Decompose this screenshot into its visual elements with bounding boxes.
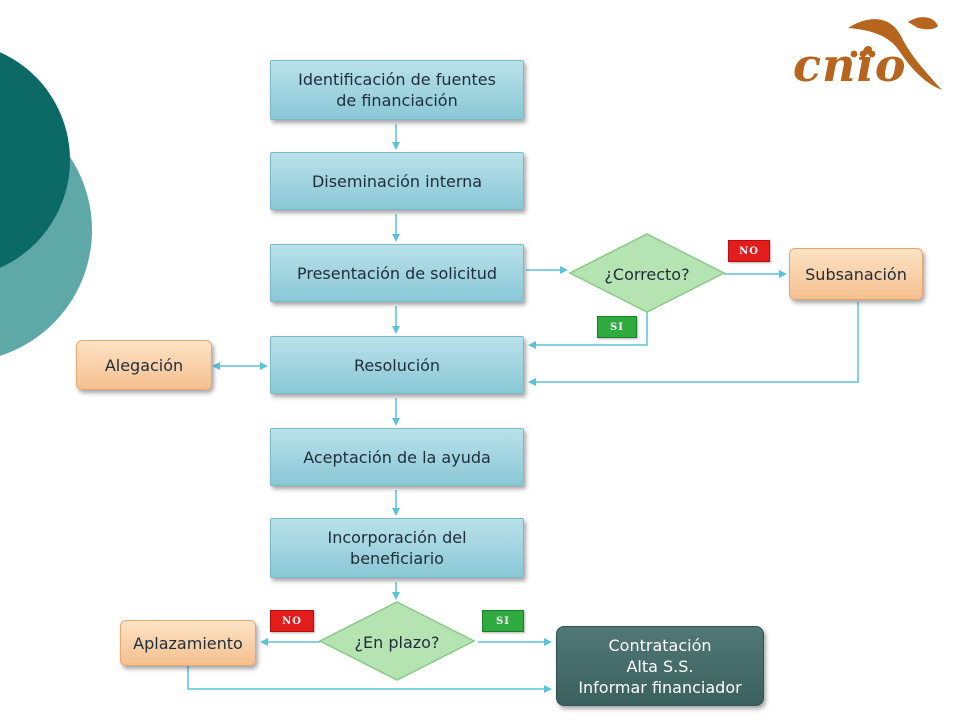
badge-plazo-no: NO <box>270 610 314 632</box>
decision-en-plazo-shape <box>318 601 476 681</box>
node-aceptacion: Aceptación de la ayuda <box>270 428 524 486</box>
node-diseminacion: Diseminación interna <box>270 152 524 210</box>
node-resolucion: Resolución <box>270 336 524 394</box>
badge-correcto-si: SI <box>597 316 637 338</box>
badge-plazo-si: SI <box>482 610 524 632</box>
dark-teal-circle <box>0 52 70 268</box>
decision-en-plazo-label: ¿En plazo? <box>354 632 440 652</box>
logo-swoosh-icon <box>848 17 942 91</box>
arrow-subsanacion-resolucion <box>528 302 859 386</box>
node-aplazamiento: Aplazamiento <box>120 620 256 666</box>
node-subsanacion: Subsanación <box>789 248 923 300</box>
node-alegacion: Alegación <box>76 340 212 390</box>
arrow-aplazamiento-contratacion <box>187 666 552 693</box>
decision-correcto-shape <box>568 233 726 313</box>
node-presentacion: Presentación de solicitud <box>270 244 524 302</box>
node-contratacion: Contratación Alta S.S. Informar financia… <box>556 626 764 706</box>
arrow-correcto-resolucion <box>528 312 648 349</box>
node-incorporacion: Incorporación del beneficiario <box>270 518 524 578</box>
decision-correcto-label: ¿Correcto? <box>604 264 690 284</box>
logo-text: cnio <box>793 38 907 92</box>
badge-correcto-no: NO <box>728 240 770 262</box>
node-identificacion: Identificación de fuentes de financiació… <box>270 60 524 120</box>
decorative-circles <box>0 52 92 356</box>
